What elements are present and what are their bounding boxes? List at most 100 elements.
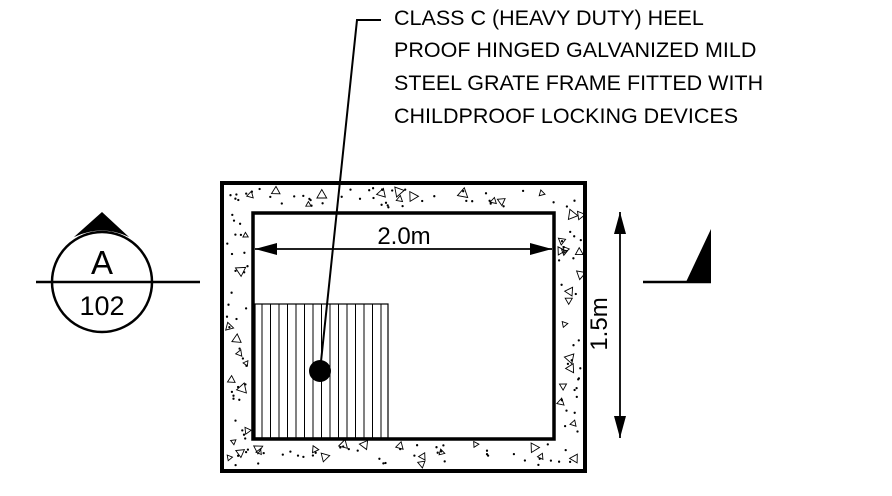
aggregate-triangle xyxy=(438,448,446,456)
aggregate-dot xyxy=(512,452,516,456)
aggregate-dot xyxy=(565,205,569,208)
aggregate-dot xyxy=(443,460,446,463)
aggregate-triangle xyxy=(375,187,386,198)
aggregate-dot xyxy=(566,362,570,366)
aggregate-dot xyxy=(391,189,394,192)
aggregate-dot xyxy=(296,454,300,457)
aggregate-triangle xyxy=(568,453,578,464)
aggregate-dot xyxy=(250,190,254,193)
aggregate-dot xyxy=(485,453,489,456)
aggregate-triangle xyxy=(558,383,568,391)
aggregate-dot xyxy=(488,199,491,202)
aggregate-dot xyxy=(560,283,563,286)
aggregate-triangle xyxy=(567,208,579,221)
aggregate-dot xyxy=(244,307,248,310)
aggregate-dot xyxy=(415,444,419,447)
aggregate-dot xyxy=(230,252,234,256)
aggregate-triangle xyxy=(563,286,574,297)
aggregate-dot xyxy=(302,194,305,198)
aggregate-dot xyxy=(226,242,229,245)
aggregate-dot xyxy=(238,398,241,401)
aggregate-triangle xyxy=(394,440,404,450)
aggregate-dot xyxy=(577,378,580,381)
aggregate-dot xyxy=(579,238,582,242)
section-sheet-number: 102 xyxy=(79,291,124,321)
aggregate-triangle xyxy=(557,237,567,246)
aggregate-triangle xyxy=(358,439,369,451)
annotation-line-4: CHILDPROOF LOCKING DEVICES xyxy=(394,104,739,128)
aggregate-triangle xyxy=(417,452,426,461)
aggregate-dot xyxy=(538,457,541,460)
aggregate-dot xyxy=(579,367,582,370)
aggregate-dot xyxy=(384,461,387,465)
aggregate-dot xyxy=(321,202,324,205)
aggregate-dot xyxy=(436,451,439,454)
aggregate-dot xyxy=(573,235,576,238)
aggregate-dot xyxy=(570,359,573,362)
aggregate-dot xyxy=(232,219,236,222)
aggregate-triangle xyxy=(234,449,246,459)
aggregate-dot xyxy=(244,450,248,454)
aggregate-triangle xyxy=(416,460,426,469)
aggregate-triangle xyxy=(395,194,404,203)
width-dimension: 2.0m xyxy=(255,223,552,255)
aggregate-dot xyxy=(560,240,564,243)
aggregate-triangle xyxy=(555,397,565,406)
aggregate-triangle xyxy=(564,297,574,306)
aggregate-dot xyxy=(230,291,233,294)
section-marker-bubble xyxy=(50,230,154,334)
aggregate-dot xyxy=(485,449,489,452)
aggregate-dot xyxy=(234,419,237,422)
aggregate-dot xyxy=(302,455,305,459)
aggregate-dot xyxy=(237,198,240,202)
aggregate-dot xyxy=(465,199,468,203)
aggregate-dot xyxy=(236,385,240,389)
aggregate-triangle xyxy=(244,426,253,436)
aggregate-dot xyxy=(246,448,250,451)
annotation-line-1: CLASS C (HEAVY DUTY) HEEL xyxy=(394,6,704,30)
aggregate-dot xyxy=(314,451,317,454)
aggregate-dot xyxy=(577,339,580,342)
aggregate-dot xyxy=(243,251,246,254)
aggregate-triangle xyxy=(564,362,575,374)
aggregate-dot xyxy=(339,446,342,449)
aggregate-triangle xyxy=(569,419,577,427)
aggregate-dot xyxy=(234,463,237,467)
leader-dot xyxy=(309,360,331,382)
aggregate-dot xyxy=(234,269,237,273)
aggregate-triangle xyxy=(456,186,469,199)
aggregate-dot xyxy=(471,200,474,203)
aggregate-dot xyxy=(238,222,242,225)
aggregate-dot xyxy=(563,424,567,428)
aggregate-dot xyxy=(433,195,436,198)
aggregate-dot xyxy=(308,197,311,201)
aggregate-dot xyxy=(537,463,540,467)
annotation-line-2: PROOF HINGED GALVANIZED MILD xyxy=(394,38,757,62)
aggregate-triangle xyxy=(226,454,234,462)
aggregate-dot xyxy=(236,454,240,457)
aggregate-dot xyxy=(568,460,572,464)
aggregate-dot xyxy=(230,390,234,394)
aggregate-dot xyxy=(241,429,244,432)
aggregate-dot xyxy=(235,193,238,196)
height-dimension-label: 1.5m xyxy=(586,297,613,350)
aggregate-dot xyxy=(245,364,248,367)
aggregate-triangle xyxy=(234,348,243,357)
width-dimension-label: 2.0m xyxy=(377,223,430,250)
aggregate-dot xyxy=(421,199,424,203)
section-cut-indicator xyxy=(643,229,711,284)
aggregate-dot xyxy=(229,194,232,197)
aggregate-dot xyxy=(384,201,388,204)
outer-wall-outline xyxy=(220,181,587,473)
aggregate-triangle xyxy=(496,198,506,207)
aggregate-dot xyxy=(401,204,404,208)
aggregate-dot xyxy=(371,187,375,190)
aggregate-dot xyxy=(380,203,383,206)
aggregate-dot xyxy=(569,230,572,234)
aggregate-dot xyxy=(280,202,283,205)
aggregate-dot xyxy=(557,259,561,262)
aggregate-dot xyxy=(435,446,438,449)
aggregate-dot xyxy=(227,303,230,306)
section-direction-arrow xyxy=(74,212,129,237)
aggregate-dot xyxy=(244,437,247,440)
